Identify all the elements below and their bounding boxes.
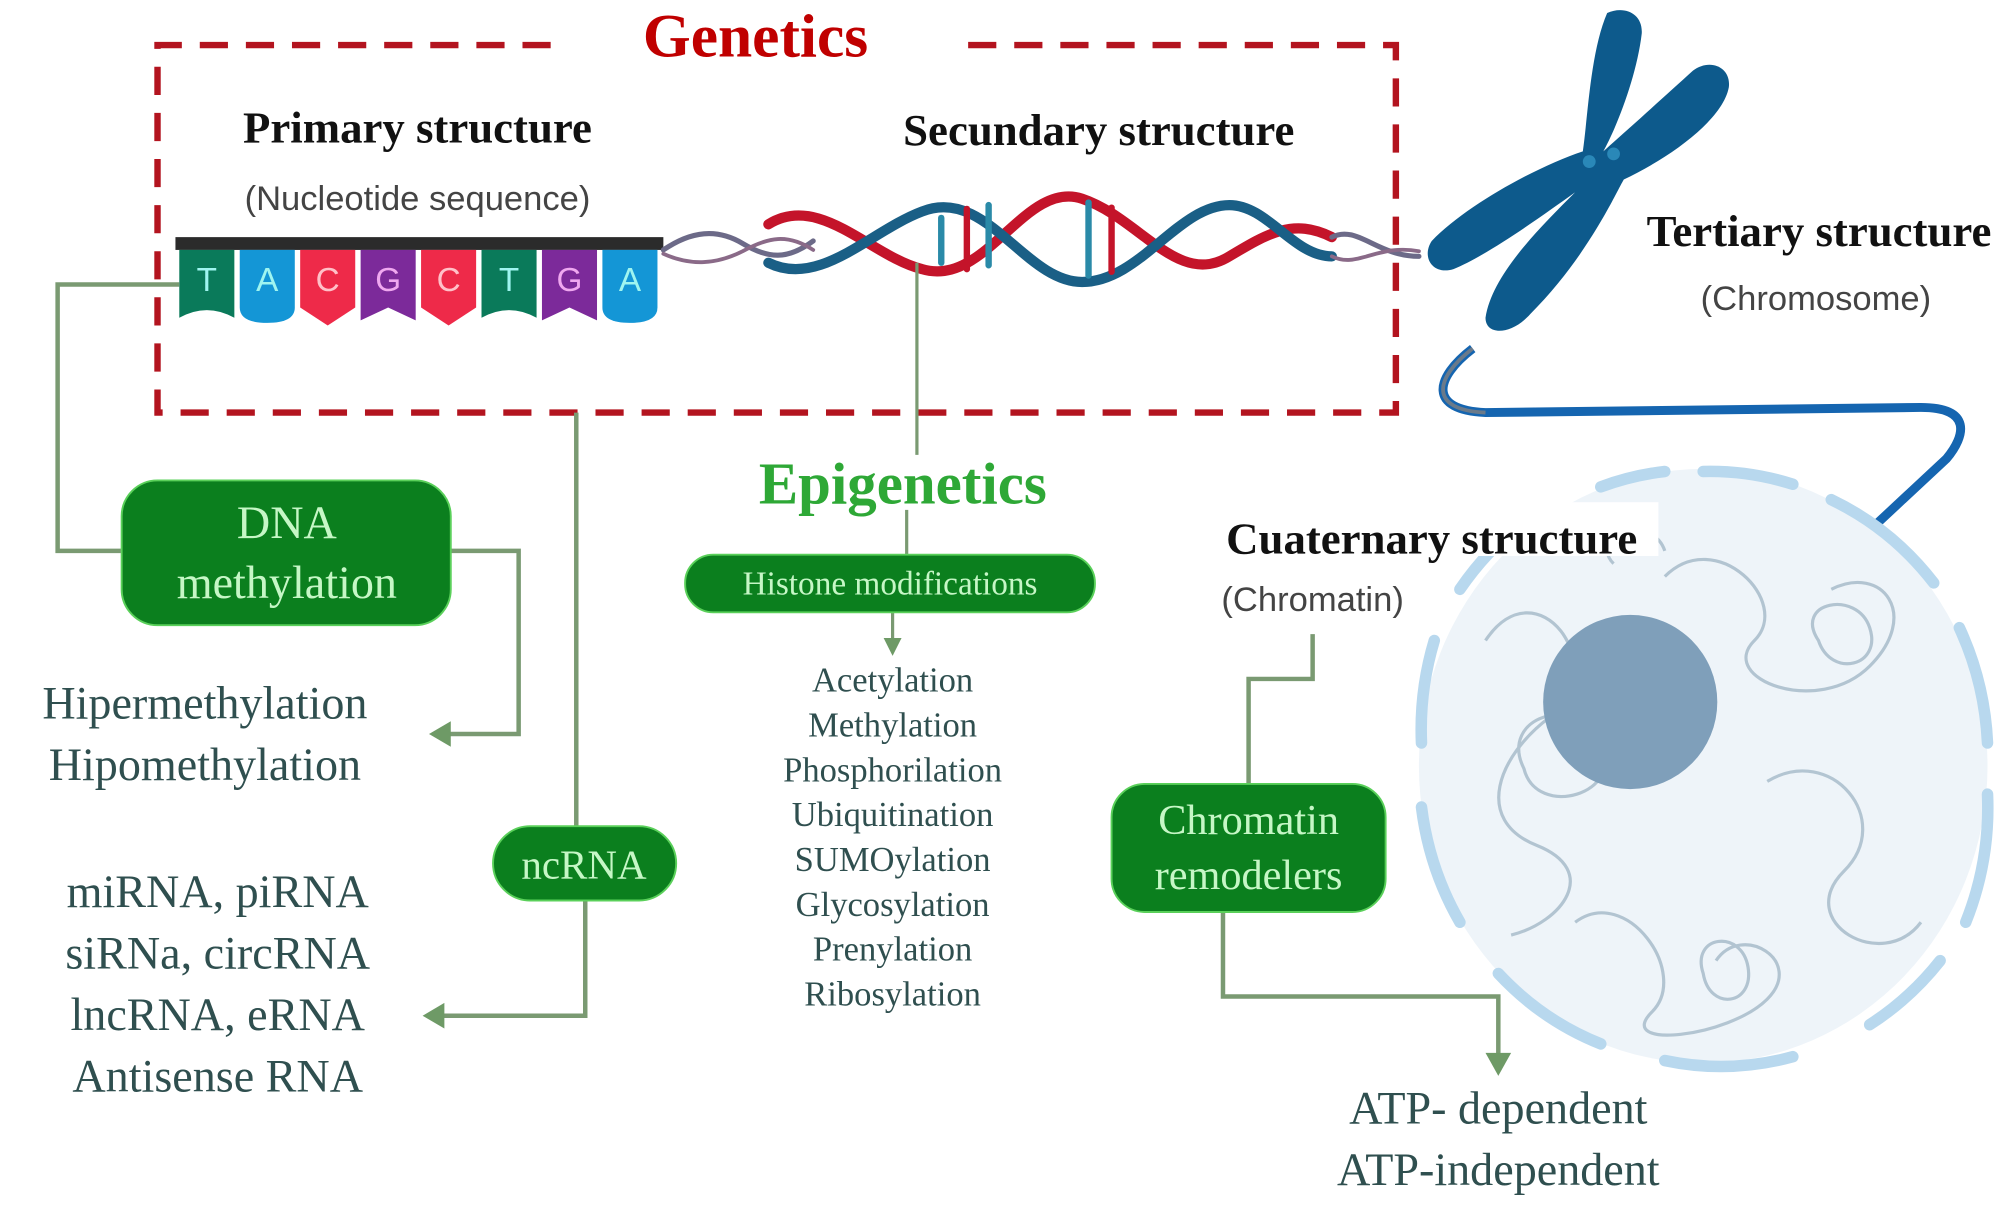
list-item: Phosphorilation xyxy=(783,751,1002,789)
primary-structure-title: Primary structure xyxy=(243,102,592,152)
nucleotide-tag-shape xyxy=(239,249,295,323)
tertiary-structure-title: Tertiary structure xyxy=(1647,206,1992,256)
nucleotide-letter: C xyxy=(437,262,461,299)
list-item: Glycosylation xyxy=(796,886,990,924)
list-item: Methylation xyxy=(808,707,977,745)
nucleotide-tag-c: C xyxy=(421,249,477,326)
dna-methylation-box[interactable]: DNA methylation xyxy=(120,479,452,627)
nucleotide-backbone xyxy=(175,237,664,250)
list-item: ATP- dependent xyxy=(1349,1082,1647,1133)
connector-lines xyxy=(55,262,1512,1076)
nucleotide-letter: A xyxy=(619,262,642,299)
nucleotide-tag-a: A xyxy=(239,249,295,323)
list-item: Antisense RNA xyxy=(72,1050,363,1101)
list-item: Prenylation xyxy=(813,931,972,969)
nucleotide-tag-shape xyxy=(179,249,235,318)
nucleotide-letter: G xyxy=(375,262,401,299)
nucleotide-letter: C xyxy=(316,262,340,299)
nucleotide-tag-shape xyxy=(481,249,537,318)
ncrna-items: miRNA, piRNA siRNa, circRNA lncRNA, eRNA… xyxy=(65,866,370,1101)
ncrna-box[interactable]: ncRNA xyxy=(492,825,678,902)
histone-modification-items: Acetylation Methylation Phosphorilation … xyxy=(783,662,1002,1014)
list-item: Ubiquitination xyxy=(792,796,994,834)
list-item: ATP-independent xyxy=(1337,1144,1660,1195)
histone-modifications-label: Histone modifications xyxy=(743,565,1038,602)
list-item: miRNA, piRNA xyxy=(67,866,369,917)
chromatin-remodelers-label-line2: remodelers xyxy=(1155,852,1343,899)
dna-helix-icon xyxy=(660,191,1422,288)
chromatin-remodelers-label-line1: Chromatin xyxy=(1158,797,1339,844)
nucleotide-letter: T xyxy=(499,262,519,299)
chromatin-remodeler-items: ATP- dependent ATP-independent xyxy=(1337,1082,1660,1194)
list-item: Ribosylation xyxy=(804,975,981,1013)
nucleolus xyxy=(1543,614,1718,790)
nucleotide-tag-t: T xyxy=(481,249,537,318)
genetics-dashed-box xyxy=(154,41,1400,416)
nucleotide-tag-c: C xyxy=(300,249,356,326)
nucleotide-letter: T xyxy=(197,262,217,299)
epigenetics-title: Epigenetics xyxy=(759,451,1047,516)
nucleotide-tag-g: G xyxy=(541,249,598,321)
quaternary-structure-title: Cuaternary structure xyxy=(1226,513,1637,563)
nucleotide-tag-a: A xyxy=(602,249,658,323)
tertiary-structure-subtitle: (Chromosome) xyxy=(1701,280,1931,318)
nucleotide-tag-shape xyxy=(360,249,416,321)
nucleotide-tag-shape xyxy=(541,249,598,321)
list-item: siRNa, circRNA xyxy=(65,927,370,978)
nucleotide-letter: G xyxy=(557,262,583,299)
nucleotide-tag-t: T xyxy=(179,249,235,318)
quaternary-structure-subtitle: (Chromatin) xyxy=(1221,581,1403,619)
chromosome-icon xyxy=(1427,10,1730,331)
nucleotide-tag-g: G xyxy=(360,249,416,321)
nucleotide-letter: A xyxy=(256,262,279,299)
dna-methylation-label-line1: DNA xyxy=(237,497,337,548)
nucleotide-tag-shape xyxy=(602,249,658,323)
dna-methylation-label-line2: methylation xyxy=(177,557,397,608)
ncrna-label: ncRNA xyxy=(521,842,647,888)
histone-modifications-box[interactable]: Histone modifications xyxy=(684,553,1096,614)
list-item: Hipomethylation xyxy=(49,739,361,790)
chromatin-remodelers-box[interactable]: Chromatin remodelers xyxy=(1110,782,1387,913)
dna-methylation-items: Hipermethylation Hipomethylation xyxy=(42,678,367,790)
list-item: Acetylation xyxy=(812,662,973,700)
list-item: SUMOylation xyxy=(795,841,991,879)
primary-structure-subtitle: (Nucleotide sequence) xyxy=(245,180,591,218)
list-item: Hipermethylation xyxy=(42,678,367,729)
list-item: lncRNA, eRNA xyxy=(70,989,364,1040)
nucleotide-tag-shape xyxy=(421,249,477,326)
nucleus-icon xyxy=(1415,465,1994,1073)
secondary-structure-title: Secundary structure xyxy=(903,105,1294,155)
genetics-title: Genetics xyxy=(643,3,868,71)
nucleotide-tag-shape xyxy=(300,249,356,326)
